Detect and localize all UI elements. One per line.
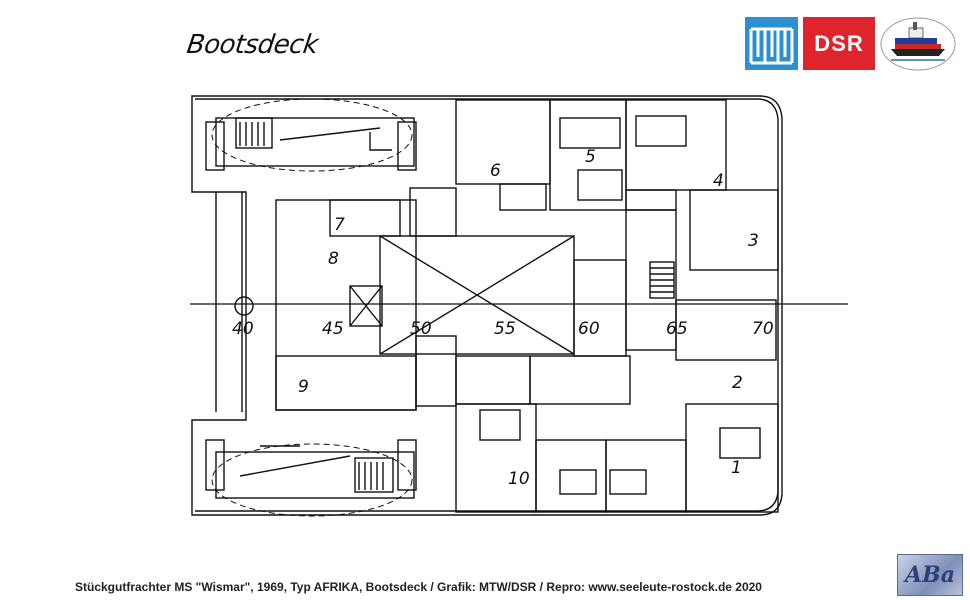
frame-labels: 40 45 50 55 60 65 70 — [232, 319, 774, 339]
room-number-3: 3 — [748, 231, 759, 251]
frame-label-60: 60 — [578, 319, 600, 339]
cabin-2 — [675, 299, 777, 361]
frame-label-70: 70 — [752, 319, 774, 339]
mtw-logo-icon — [749, 27, 794, 65]
dsr-logo: DSR — [803, 17, 875, 70]
room-number-1: 1 — [731, 458, 742, 478]
room-number-7: 7 — [334, 215, 345, 235]
aba-badge-text: ABa — [905, 562, 955, 588]
room-number-8: 8 — [328, 249, 339, 269]
cabin-4 — [625, 99, 727, 191]
room-number-5: 5 — [585, 147, 596, 167]
cabin-10 — [455, 403, 537, 513]
frame-label-40: 40 — [232, 319, 254, 339]
footer-caption: Stückgutfrachter MS "Wismar", 1969, Typ … — [75, 580, 762, 594]
room-numbers: 1 2 3 4 5 6 7 8 9 10 — [298, 147, 759, 489]
dsr-logo-text: DSR — [814, 30, 864, 56]
superstructure-block — [275, 199, 417, 411]
hull-outline — [191, 95, 783, 516]
aba-badge: ABa — [897, 554, 963, 596]
mtw-logo — [745, 17, 798, 70]
room-number-2: 2 — [732, 373, 743, 393]
room-number-4: 4 — [713, 171, 724, 191]
lifeboat-lower — [205, 439, 417, 517]
frame-label-50: 50 — [410, 319, 432, 339]
ship-emblem-icon — [880, 17, 956, 71]
seeleute-logo — [879, 16, 957, 72]
cabin-3 — [689, 189, 779, 271]
cabin-6 — [455, 99, 551, 185]
cabin-1 — [685, 403, 779, 513]
frame-label-65: 65 — [666, 319, 688, 339]
frame-label-55: 55 — [494, 319, 516, 339]
room-number-9: 9 — [298, 377, 309, 397]
frame-label-45: 45 — [322, 319, 344, 339]
room-number-6: 6 — [490, 161, 501, 181]
room-number-10: 10 — [508, 469, 530, 489]
lifeboat-upper — [205, 98, 417, 172]
